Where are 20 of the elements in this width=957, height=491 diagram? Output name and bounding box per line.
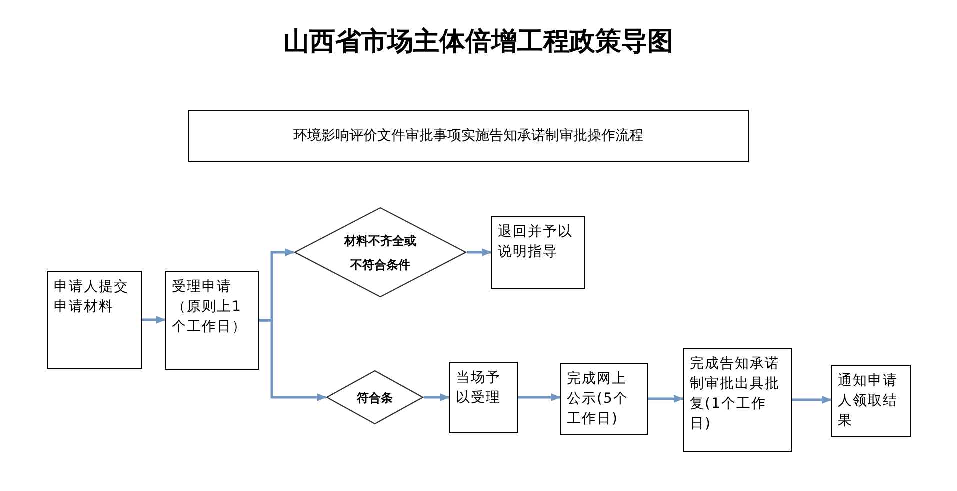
process-box: 申请人提交申请材料 — [47, 271, 142, 369]
arrow — [518, 394, 561, 402]
process-box: 完成告知承诺制审批出具批复(1个工作日) — [683, 348, 792, 452]
title: 山西省市场主体倍增工程政策导图 — [282, 26, 674, 59]
process-box: 退回并予以说明指导 — [491, 216, 585, 289]
arrow — [467, 248, 492, 256]
process-box: 完成网上公示(5个工作日) — [560, 363, 648, 435]
decision-diamond — [294, 207, 467, 298]
process-box: 当场予以受理 — [449, 362, 518, 433]
arrow — [648, 395, 684, 403]
decision-text: 符合条 — [356, 390, 394, 406]
heading-box: 环境影响评价文件审批事项实施告知承诺制审批操作流程 — [188, 110, 749, 162]
decision-diamond — [326, 370, 424, 425]
arrow — [259, 319, 327, 402]
arrow — [792, 396, 832, 404]
decision-text: 材料不齐全或不符合条件 — [343, 232, 418, 274]
arrow — [424, 394, 450, 402]
process-box: 通知申请人领取结果 — [831, 365, 911, 437]
process-box: 受理申请（原则上1个工作日） — [165, 271, 259, 370]
arrow — [142, 316, 166, 324]
